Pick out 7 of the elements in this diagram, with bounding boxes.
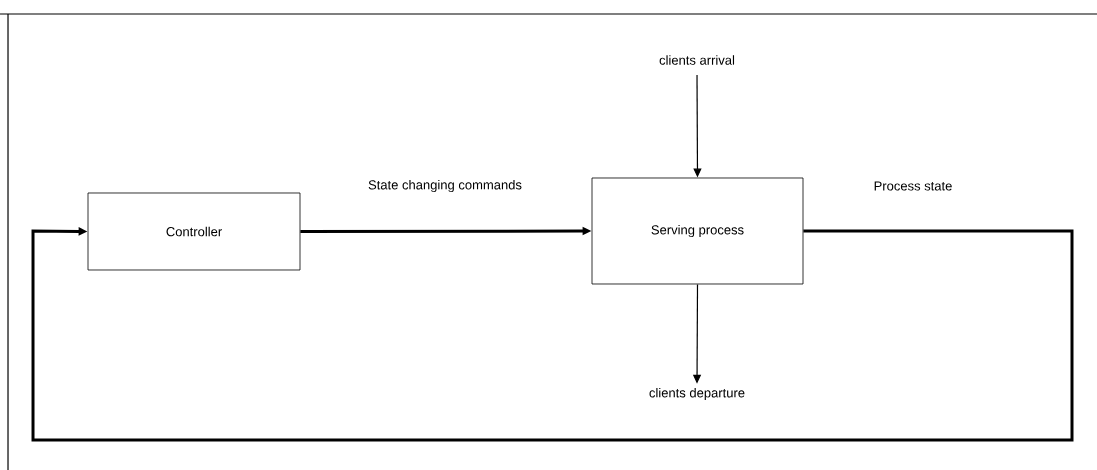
node-text: clients arrival [659,55,735,65]
process-box: Serving process [591,177,804,285]
edge-label: Process state [872,180,954,192]
node-text: clients departure [649,387,745,401]
process-box: Controller [87,192,301,271]
edge-label: State changing commands [367,178,523,194]
arrow [31,227,1074,442]
